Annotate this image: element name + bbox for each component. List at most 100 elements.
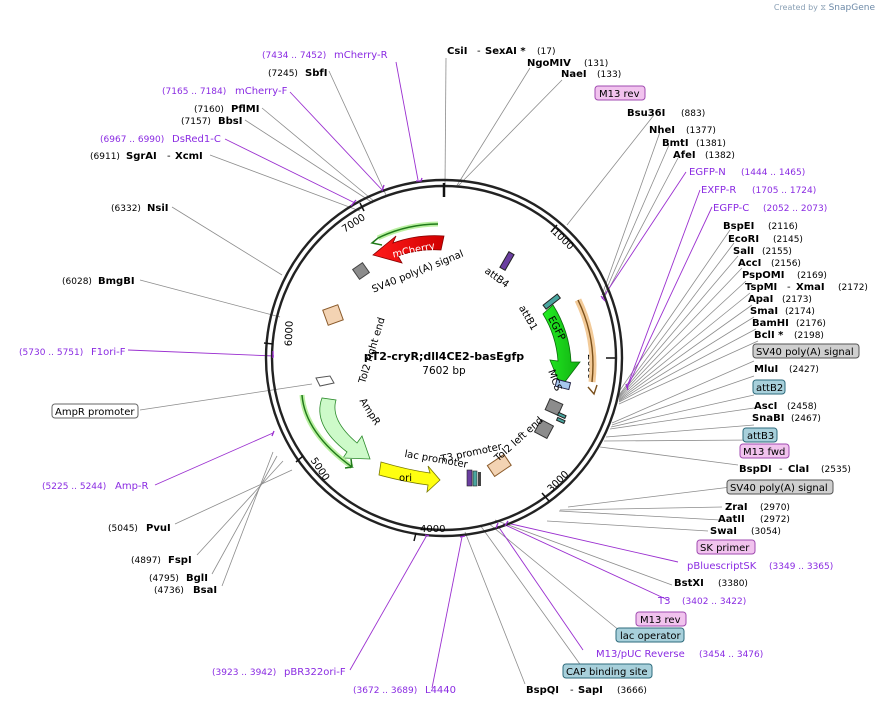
site-acci[interactable]: AccI bbox=[738, 258, 761, 269]
primer-m13puc[interactable]: M13/pUC Reverse bbox=[596, 649, 685, 660]
site-afei[interactable]: AfeI bbox=[673, 150, 696, 161]
site-tspmi[interactable]: TspMI bbox=[745, 282, 777, 293]
badge-m13fwd[interactable]: M13 fwd bbox=[739, 443, 790, 459]
primer-mcherryr-pos: (7434 .. 7452) bbox=[262, 51, 326, 61]
badge-attb3[interactable]: attB3 bbox=[742, 427, 778, 443]
site-naei[interactable]: NaeI bbox=[561, 69, 587, 80]
site-nhei[interactable]: NheI bbox=[649, 125, 675, 136]
primer-mcherryr[interactable]: mCherry-R bbox=[334, 50, 388, 61]
site-smai[interactable]: SmaI bbox=[750, 306, 778, 317]
site-bspqi[interactable]: BspQI bbox=[526, 685, 559, 696]
site-pflmi[interactable]: PflMI bbox=[231, 104, 259, 115]
site-ngomiv[interactable]: NgoMIV bbox=[527, 58, 571, 69]
site-csii[interactable]: CsiI bbox=[447, 46, 467, 57]
primer-exfpr[interactable]: EXFP-R bbox=[701, 185, 736, 196]
site-sbfi[interactable]: SbfI bbox=[305, 68, 327, 79]
site-zrai-pos: (2970) bbox=[760, 503, 790, 513]
badge-attb2[interactable]: attB2 bbox=[752, 379, 786, 395]
ampr-promoter-arrow[interactable] bbox=[315, 375, 335, 387]
sv40-right-box-2[interactable] bbox=[533, 418, 555, 440]
primer-dsred[interactable]: DsRed1-C bbox=[172, 134, 221, 145]
site-nsii[interactable]: NsiI bbox=[147, 203, 168, 214]
mcherry-feature[interactable] bbox=[372, 235, 445, 264]
primer-ampr[interactable]: Amp-R bbox=[115, 481, 149, 492]
site-zrai[interactable]: ZraI bbox=[725, 502, 748, 513]
attb3-box[interactable] bbox=[555, 416, 566, 425]
badge-ampr-promoter[interactable]: AmpR promoter bbox=[51, 403, 139, 419]
plasmid-backbone bbox=[264, 178, 624, 538]
ori-label: ori bbox=[399, 473, 412, 484]
site-sapi[interactable]: SapI bbox=[578, 685, 603, 696]
primer-mcherryf[interactable]: mCherry-F bbox=[235, 86, 288, 97]
badge-m13rev-top[interactable]: M13 rev bbox=[594, 85, 646, 101]
badge-sv40-right-1[interactable]: SV40 poly(A) signal bbox=[752, 343, 860, 359]
site-pvui[interactable]: PvuI bbox=[146, 523, 171, 534]
badge-cap-binding[interactable]: CAP binding site bbox=[562, 663, 653, 679]
site-asci[interactable]: AscI bbox=[754, 401, 777, 412]
site-aatii[interactable]: AatII bbox=[718, 514, 745, 525]
primer-egfpn[interactable]: EGFP-N bbox=[689, 167, 726, 178]
snapgene-brand: Created by ⧖ SnapGene bbox=[773, 3, 875, 13]
badge-m13rev-bottom[interactable]: M13 rev bbox=[635, 611, 687, 627]
primer-f1ori[interactable]: F1ori-F bbox=[91, 347, 126, 358]
ori-feature[interactable] bbox=[378, 461, 441, 494]
primer-pbluescript[interactable]: pBluescriptSK bbox=[687, 561, 757, 572]
site-aatii-pos: (2972) bbox=[760, 515, 790, 525]
site-bsai[interactable]: BsaI bbox=[193, 585, 217, 596]
site-bmgbi[interactable]: BmgBI bbox=[98, 276, 135, 287]
site-clai[interactable]: ClaI bbox=[788, 464, 809, 475]
primer-dsred-pos: (6967 .. 6990) bbox=[100, 135, 164, 145]
badge-skprimer[interactable]: SK primer bbox=[696, 539, 756, 555]
primer-l4440[interactable]: L4440 bbox=[425, 685, 456, 696]
site-bspei[interactable]: BspEI bbox=[723, 221, 754, 232]
site-fspi[interactable]: FspI bbox=[168, 555, 192, 566]
primer-pbluescript-pos: (3349 .. 3365) bbox=[769, 562, 833, 572]
site-bcli[interactable]: BclI * bbox=[754, 330, 784, 341]
attb4-label: attB4 bbox=[482, 266, 510, 291]
site-ecori[interactable]: EcoRI bbox=[728, 234, 759, 245]
badge-lac-operator[interactable]: lac operator bbox=[615, 627, 685, 643]
site-apai[interactable]: ApaI bbox=[748, 294, 773, 305]
site-xcmi[interactable]: XcmI bbox=[175, 151, 203, 162]
attb2-box[interactable] bbox=[556, 411, 567, 420]
site-bsu36i-pos: (883) bbox=[681, 109, 705, 119]
badge-sv40-right-2[interactable]: SV40 poly(A) signal bbox=[726, 479, 834, 495]
mcs-box[interactable] bbox=[554, 378, 572, 391]
ampr-feature[interactable] bbox=[319, 397, 371, 460]
site-bmgbi-pos: (6028) bbox=[62, 277, 92, 287]
site-snabi[interactable]: SnaBI bbox=[752, 413, 784, 424]
svg-text:M13 rev: M13 rev bbox=[599, 89, 640, 100]
primer-t3[interactable]: T3 bbox=[657, 596, 670, 607]
site-bspdi[interactable]: BspDI bbox=[739, 464, 772, 475]
site-sgrai[interactable]: SgrAI bbox=[126, 151, 157, 162]
site-pspomi[interactable]: PspOMI bbox=[742, 270, 784, 281]
site-mlui[interactable]: MluI bbox=[754, 364, 778, 375]
tol2-left-label: Tol2 left end bbox=[492, 415, 545, 465]
site-sexai[interactable]: SexAI * bbox=[485, 46, 526, 57]
site-bspqi-pos: (3666) bbox=[617, 686, 647, 696]
primer-egfpc[interactable]: EGFP-C bbox=[713, 203, 749, 214]
site-bbsi[interactable]: BbsI bbox=[218, 116, 242, 127]
tick-1000: 1000 bbox=[550, 227, 576, 253]
tol2-left-box[interactable] bbox=[486, 453, 512, 478]
site-bmti[interactable]: BmtI bbox=[662, 138, 689, 149]
attb4-box[interactable] bbox=[499, 251, 515, 271]
site-sali[interactable]: SalI bbox=[733, 246, 754, 257]
site-bamhi[interactable]: BamHI bbox=[752, 318, 789, 329]
site-ngomiv-pos: (131) bbox=[584, 59, 608, 69]
primer-pbr322[interactable]: pBR322ori-F bbox=[284, 667, 346, 678]
plasmid-name: pT2-cryR;dll4CE2-basEgfp bbox=[364, 350, 524, 363]
tol2-right-box[interactable] bbox=[322, 304, 344, 326]
site-bgli-pos: (4795) bbox=[149, 574, 179, 584]
site-xmai[interactable]: XmaI bbox=[796, 282, 825, 293]
site-snabi-pos: (2467) bbox=[791, 414, 821, 424]
site-bgli[interactable]: BglI bbox=[186, 573, 208, 584]
site-bstxi[interactable]: BstXI bbox=[674, 578, 704, 589]
site-bspqi-sep: - bbox=[570, 685, 574, 696]
site-bsu36i[interactable]: Bsu36I bbox=[627, 108, 665, 119]
bottom-feature-stripes bbox=[466, 469, 481, 487]
sv40-top-box[interactable] bbox=[351, 261, 371, 281]
site-swai[interactable]: SwaI bbox=[710, 526, 737, 537]
attb1-box[interactable] bbox=[542, 293, 562, 310]
sv40-right-box[interactable] bbox=[544, 398, 564, 416]
